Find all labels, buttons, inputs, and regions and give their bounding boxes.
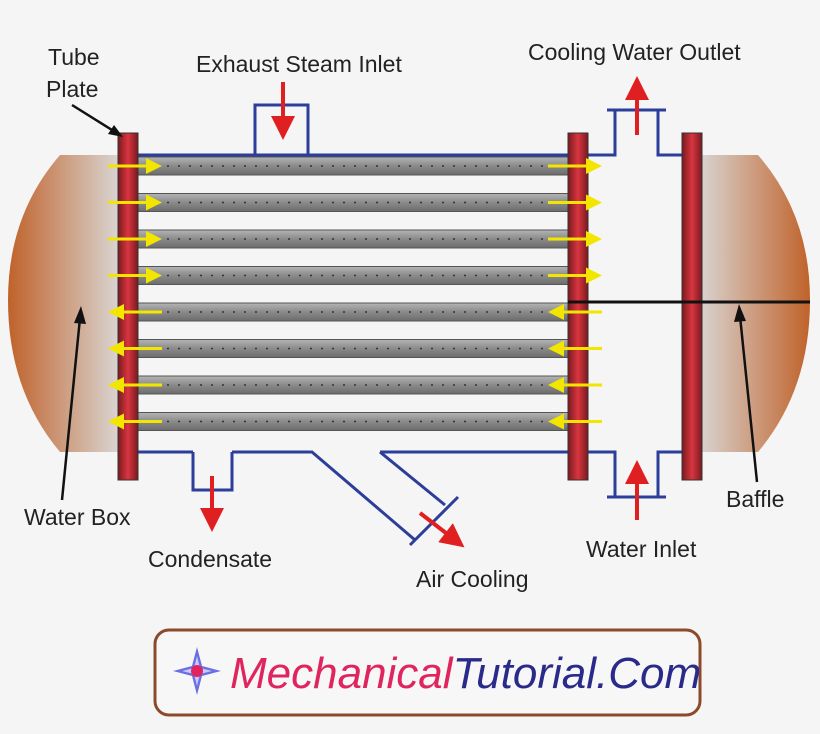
cooling-water-outlet-label: Cooling Water Outlet <box>528 39 741 65</box>
air-cooling-label: Air Cooling <box>416 566 529 592</box>
water-box-pointer-head <box>74 306 86 324</box>
tube <box>137 339 569 358</box>
tube-plate-left <box>117 132 139 481</box>
flow-arrow-left <box>548 377 602 393</box>
brand-logo-icon <box>173 647 221 695</box>
baffle-pointer <box>738 315 759 483</box>
air-cooling-cap <box>408 495 460 547</box>
tube-plate-right <box>567 132 589 481</box>
water-box-label: Water Box <box>24 504 131 530</box>
brand-part-mechanical: Mechanical <box>230 649 454 698</box>
tube <box>137 302 569 322</box>
tube-bundle <box>137 156 569 431</box>
flow-arrow-right <box>548 194 602 211</box>
tube <box>137 229 569 249</box>
water-box-left <box>8 155 118 452</box>
flow-arrows <box>108 158 602 430</box>
condensate-label: Condensate <box>148 546 272 572</box>
water-box-pointer <box>60 317 82 501</box>
tube-plate-label-line1: Tube <box>48 44 100 70</box>
flow-arrow-right <box>548 158 602 174</box>
flow-arrow-left <box>548 304 602 320</box>
exhaust-steam-inlet-label: Exhaust Steam Inlet <box>196 51 402 77</box>
flow-arrow-left <box>108 340 162 357</box>
brand-banner <box>153 628 702 717</box>
flow-arrow-right <box>548 267 602 284</box>
flow-arrow-right <box>548 231 602 247</box>
flow-arrow-right <box>108 231 162 247</box>
shell-bottom <box>138 450 568 542</box>
tube-plate-pointer-head <box>108 125 123 137</box>
tube-plate-label-line2: Plate <box>46 76 98 102</box>
tube <box>137 266 569 285</box>
baffle-label: Baffle <box>726 486 784 512</box>
flow-arrow-right <box>108 194 162 211</box>
air-cooling-arrow <box>418 511 465 548</box>
brand-part-tutorial: Tutorial.Com <box>453 649 702 698</box>
tube <box>137 412 569 431</box>
tube-plate-outer <box>681 132 703 481</box>
water-inlet-label: Water Inlet <box>586 536 697 562</box>
baffle-pointer-head <box>734 304 746 322</box>
flow-arrow-left <box>108 304 162 320</box>
brand-text: MechanicalTutorial.Com <box>230 649 701 698</box>
tube <box>137 156 569 176</box>
tube <box>137 375 569 395</box>
flow-arrow-left <box>108 413 162 430</box>
flow-arrow-left <box>548 340 602 357</box>
flow-arrow-right <box>108 158 162 174</box>
flow-arrow-right <box>108 267 162 284</box>
flow-arrow-left <box>108 377 162 393</box>
flow-arrow-left <box>548 413 602 430</box>
tube <box>137 193 569 212</box>
